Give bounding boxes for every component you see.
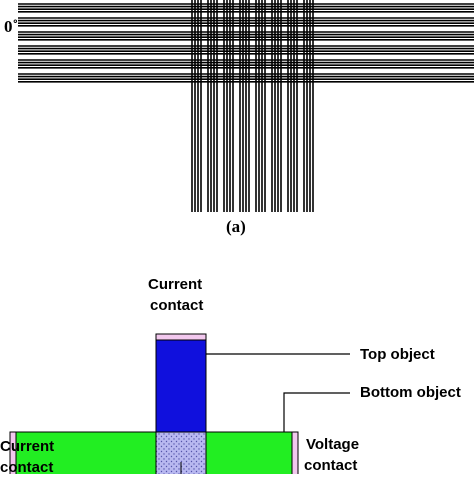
contact-device xyxy=(9,333,350,479)
strip-backing xyxy=(223,84,235,212)
vertical-strip xyxy=(191,0,203,212)
bottom-object-leader xyxy=(283,392,350,432)
top-current-contact-label-line2: contact xyxy=(150,297,204,314)
angle-label: 0˚ xyxy=(4,17,19,36)
voltage-contact-label-line1: Voltage xyxy=(306,436,360,453)
top-current-contact-label-line1: Current xyxy=(148,276,203,293)
top-object xyxy=(155,339,207,433)
left-current-contact-label-line1: Current xyxy=(0,438,55,455)
strip-backing xyxy=(271,84,283,212)
vertical-strip xyxy=(287,0,299,212)
top-object-label: Top object xyxy=(360,346,435,363)
left-contact-pad xyxy=(9,431,17,479)
right-contact-pad xyxy=(291,431,299,479)
left-current-contact-label-line2: contact xyxy=(0,459,54,476)
vertical-strip xyxy=(255,0,267,212)
bottom-object xyxy=(15,431,293,479)
strip-backing xyxy=(255,84,267,212)
strip-backing xyxy=(287,84,299,212)
top-contact-pad xyxy=(155,333,207,341)
vertical-strip xyxy=(207,0,219,212)
vertical-strips xyxy=(191,0,315,212)
vertical-strip xyxy=(303,0,315,212)
panel-a-caption: (a) xyxy=(226,217,246,236)
vertical-strip xyxy=(223,0,235,212)
bottom-object-label: Bottom object xyxy=(360,384,461,401)
strip-backing xyxy=(191,84,203,212)
strip-backing xyxy=(239,84,251,212)
strip-backing xyxy=(207,84,219,212)
voltage-contact-label-line2: contact xyxy=(304,457,358,474)
vertical-strip xyxy=(239,0,251,212)
strip-backing xyxy=(303,84,315,212)
vertical-strip xyxy=(271,0,283,212)
